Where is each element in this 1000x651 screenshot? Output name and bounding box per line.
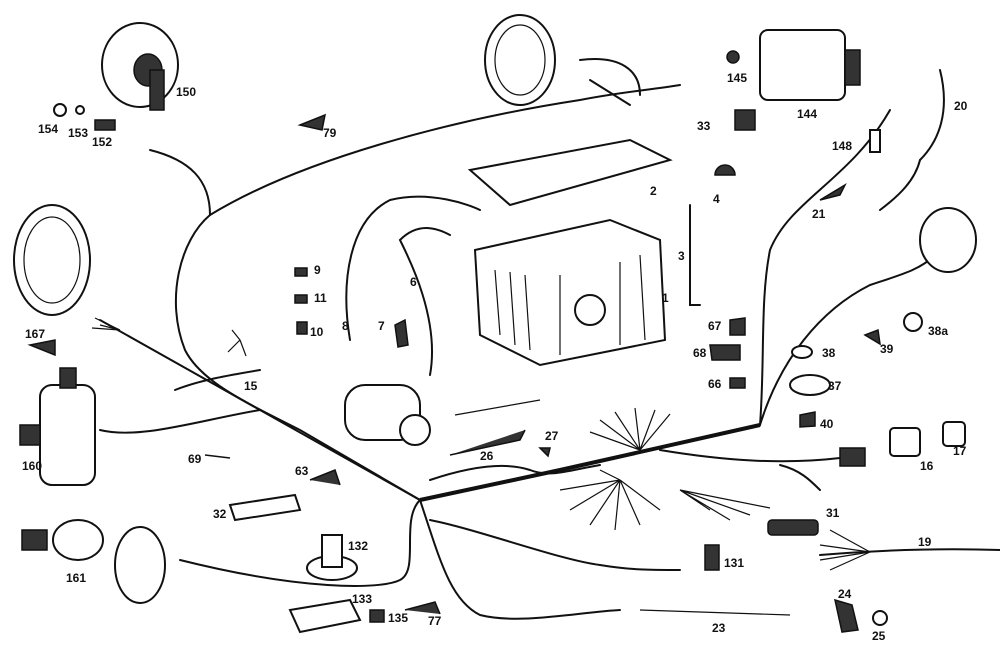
starter-motor (344, 384, 431, 446)
label-167: 167 (25, 327, 45, 341)
label-9: 9 (314, 263, 321, 277)
label-38a: 38a (928, 324, 948, 338)
coil-bracket (21, 519, 104, 561)
part-labels: 150 154 153 152 79 2 145 144 33 148 20 4… (22, 71, 968, 643)
ignition-coil (19, 367, 96, 486)
label-154: 154 (38, 122, 58, 136)
switch-132 (306, 534, 358, 581)
small-hardware (27, 103, 888, 634)
label-148: 148 (832, 139, 852, 153)
label-1: 1 (662, 291, 669, 305)
label-152: 152 (92, 135, 112, 149)
label-38: 38 (822, 346, 836, 360)
label-6: 6 (410, 275, 417, 289)
label-68: 68 (693, 346, 707, 360)
headlamp-top (484, 14, 556, 106)
label-144: 144 (797, 107, 817, 121)
label-20: 20 (954, 99, 968, 113)
label-4: 4 (713, 192, 720, 206)
label-161: 161 (66, 571, 86, 585)
battery (473, 218, 667, 367)
voltage-regulator (759, 29, 861, 101)
label-40: 40 (820, 417, 834, 431)
label-15: 15 (244, 379, 258, 393)
label-3: 3 (678, 249, 685, 263)
label-21: 21 (812, 207, 826, 221)
label-19: 19 (918, 535, 932, 549)
label-160: 160 (22, 459, 42, 473)
label-79: 79 (323, 126, 337, 140)
label-145: 145 (727, 71, 747, 85)
label-39: 39 (880, 342, 894, 356)
label-26: 26 (480, 449, 494, 463)
label-24: 24 (838, 587, 852, 601)
horn (101, 22, 179, 111)
label-7: 7 (378, 319, 385, 333)
label-16: 16 (920, 459, 934, 473)
label-25: 25 (872, 629, 886, 643)
label-132: 132 (348, 539, 368, 553)
label-11: 11 (314, 291, 327, 305)
label-69: 69 (188, 452, 202, 466)
flasher-unit (839, 421, 966, 467)
label-31: 31 (826, 506, 840, 520)
wire-ends (91, 317, 871, 571)
label-32: 32 (213, 507, 227, 521)
label-27: 27 (545, 429, 559, 443)
label-17: 17 (953, 444, 967, 458)
label-2: 2 (650, 184, 657, 198)
label-23: 23 (712, 621, 726, 635)
battery-tray (467, 138, 673, 207)
hold-down-rod (689, 204, 701, 306)
headlamp-left (13, 204, 91, 316)
label-8: 8 (342, 319, 349, 333)
label-135: 135 (388, 611, 408, 625)
rubber-parts (726, 50, 923, 536)
label-33: 33 (697, 119, 711, 133)
label-133: 133 (352, 592, 372, 606)
wiring-harness (99, 58, 1000, 620)
tail-lamp-right (919, 207, 977, 273)
battery-cables (345, 195, 481, 376)
label-150: 150 (176, 85, 196, 99)
label-131: 131 (724, 556, 744, 570)
label-67: 67 (708, 319, 722, 333)
label-63: 63 (295, 464, 309, 478)
label-37: 37 (828, 379, 842, 393)
label-10: 10 (310, 325, 324, 339)
label-77: 77 (428, 614, 442, 628)
tail-lamp-left (114, 526, 166, 604)
fuse-box (228, 493, 302, 522)
label-66: 66 (708, 377, 722, 391)
label-153: 153 (68, 126, 88, 140)
